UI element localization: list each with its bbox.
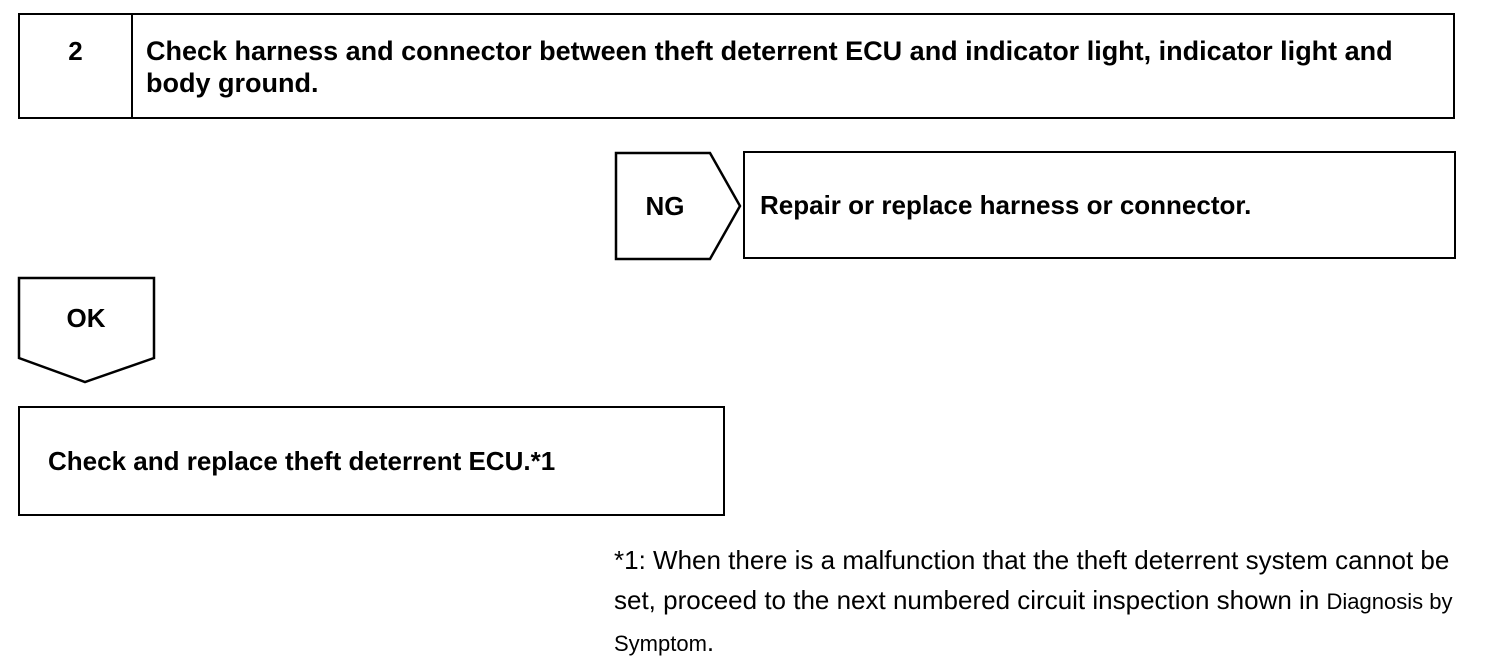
step-title: Check harness and connector between thef…: [146, 36, 1393, 98]
ng-label: NG: [645, 191, 685, 221]
footnote-end: .: [706, 627, 715, 657]
footnote-reference-link[interactable]: Diagnosis by Symptom: [614, 589, 1453, 656]
step-header-box: [18, 13, 1455, 119]
ng-result-box: [743, 151, 1456, 259]
ok-result-box: [18, 406, 725, 516]
step-header-divider: [131, 13, 133, 119]
footnote: *1: When there is a malfunction that the…: [614, 540, 1494, 664]
ok-arrow-icon: [17, 276, 156, 384]
ng-result-text: Repair or replace harness or connector.: [760, 190, 1252, 220]
ok-label: OK: [66, 303, 106, 333]
footnote-text: *1: When there is a malfunction that the…: [614, 545, 1450, 615]
ok-result-text: Check and replace theft deterrent ECU.*1: [48, 446, 556, 476]
step-number: 2: [68, 36, 83, 66]
ng-arrow-icon: [614, 151, 742, 261]
